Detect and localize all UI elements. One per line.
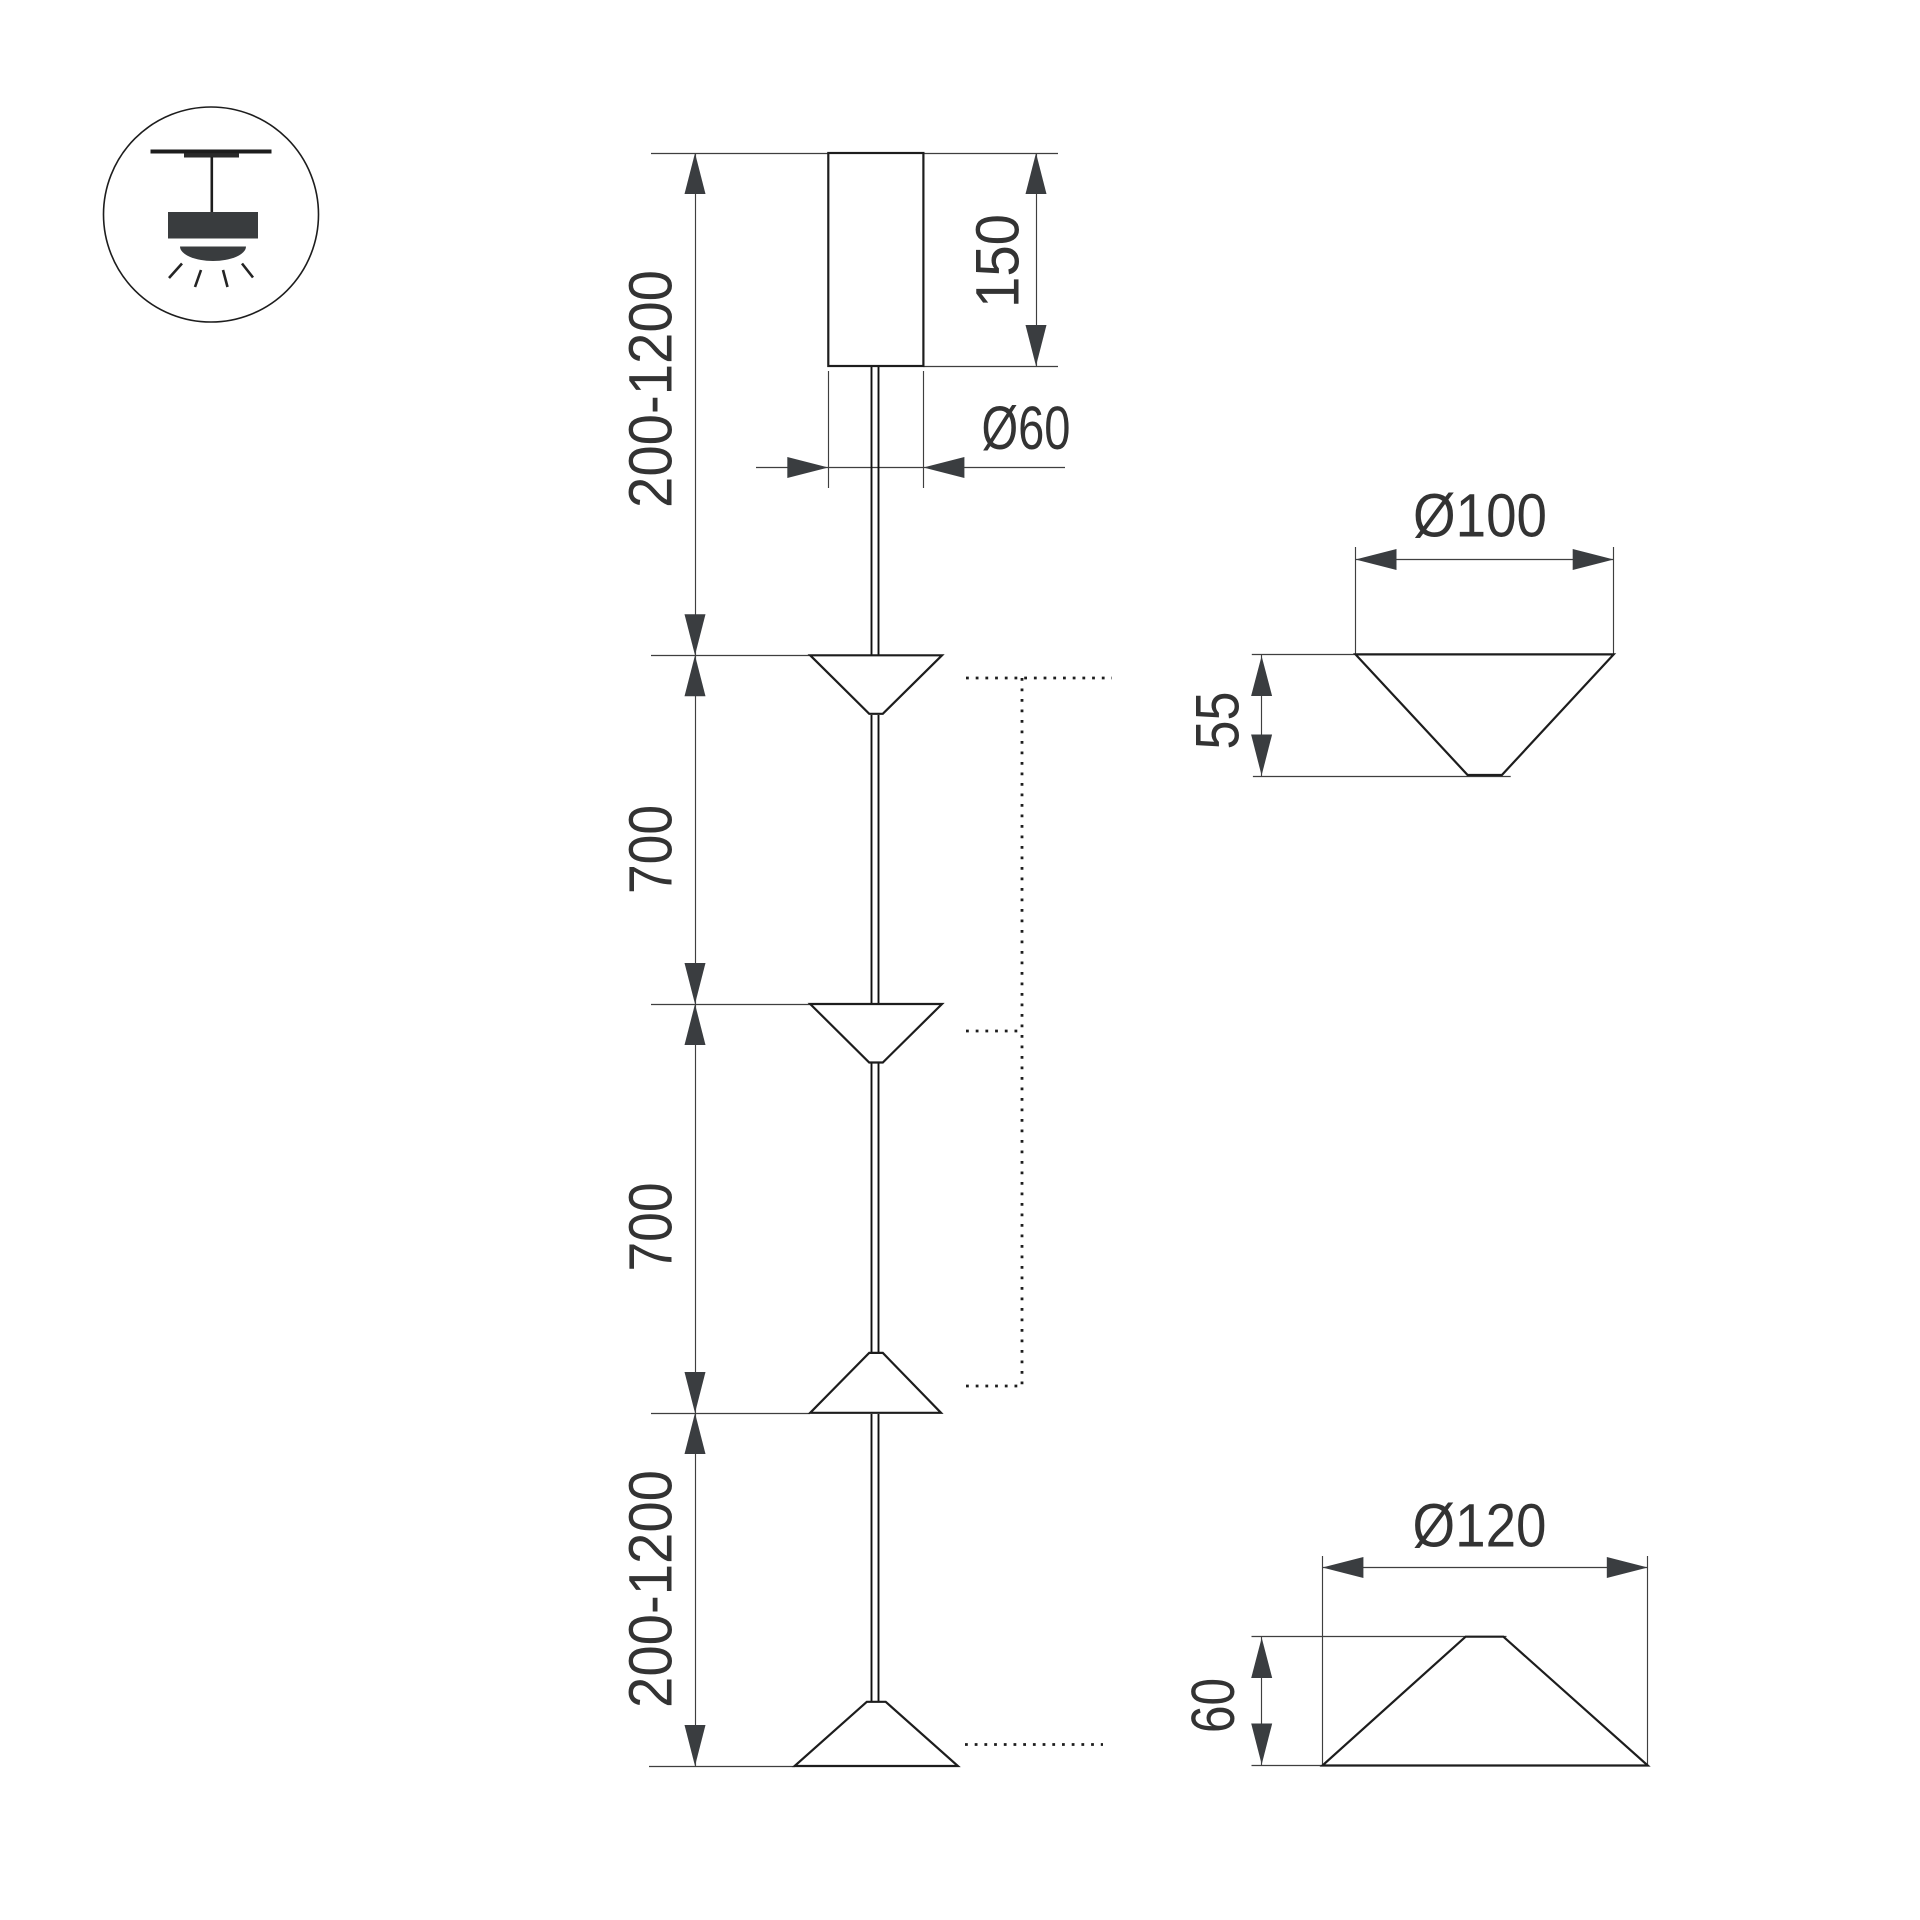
svg-text:60: 60 [1179, 1678, 1247, 1733]
svg-text:Ø100: Ø100 [1413, 482, 1547, 550]
svg-text:200-1200: 200-1200 [617, 270, 685, 508]
svg-text:55: 55 [1184, 692, 1252, 750]
svg-text:150: 150 [964, 214, 1032, 308]
svg-text:Ø60: Ø60 [982, 394, 1071, 462]
svg-text:Ø120: Ø120 [1413, 1492, 1547, 1560]
svg-text:700: 700 [617, 1183, 685, 1272]
svg-text:700: 700 [617, 805, 685, 894]
svg-text:200-1200: 200-1200 [617, 1470, 685, 1708]
